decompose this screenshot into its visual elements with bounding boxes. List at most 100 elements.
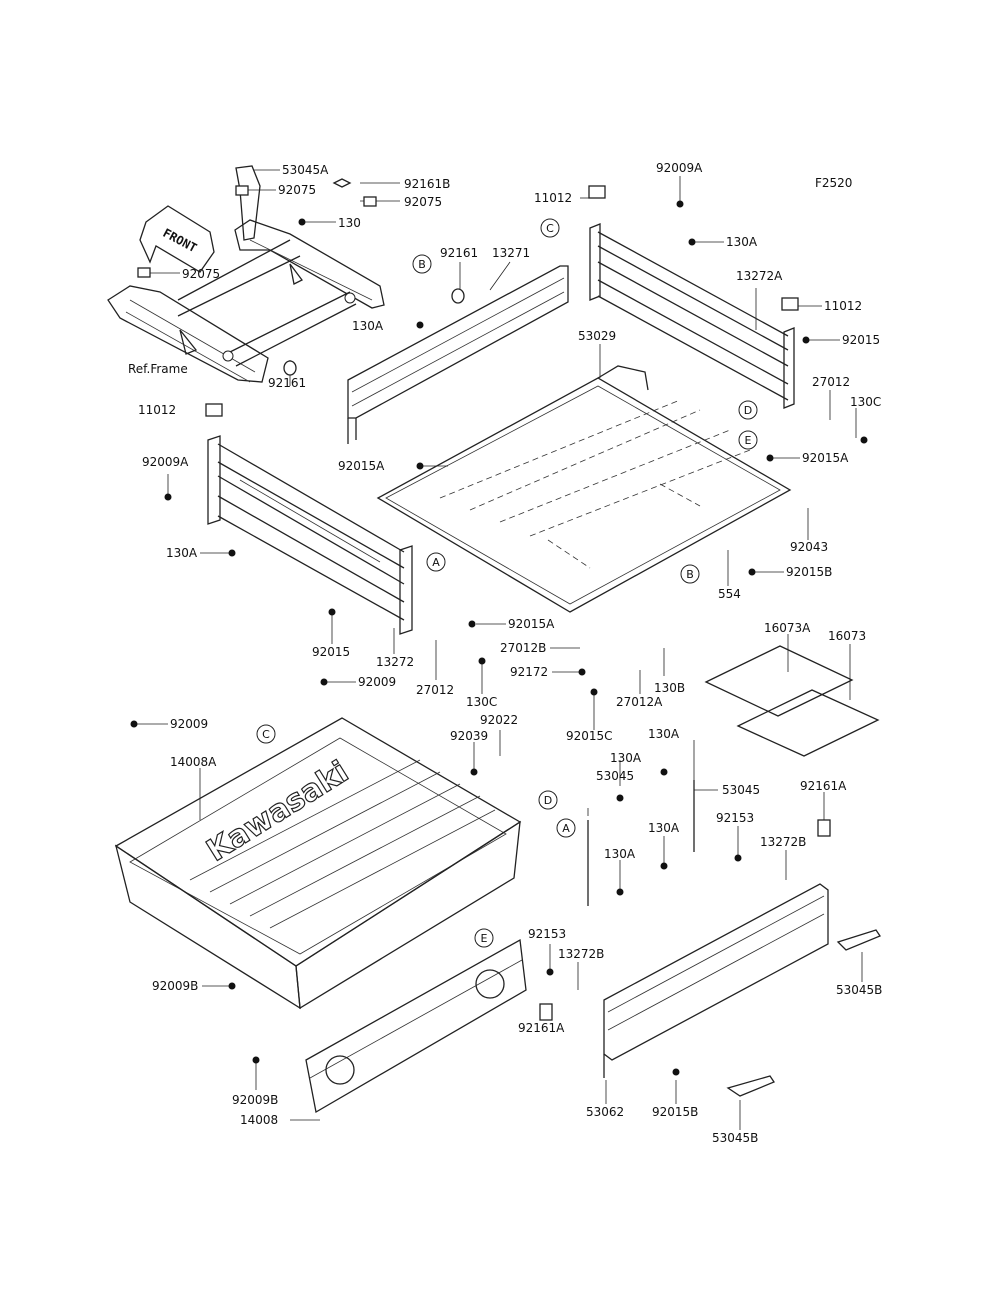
label-53045-b: 53045 <box>722 783 760 797</box>
label-92153-b: 92153 <box>528 927 566 941</box>
label-92161A-b: 92161A <box>518 1021 565 1035</box>
svg-text:A: A <box>432 556 440 569</box>
svg-text:E: E <box>745 434 752 447</box>
label-130B: 130B <box>654 681 685 695</box>
label-92009-a: 92009 <box>358 675 396 689</box>
ref-a-upper: A <box>426 552 446 572</box>
tailgate-liner-illustration <box>305 938 527 1114</box>
svg-text:D: D <box>544 794 552 807</box>
mats-illustration <box>704 645 880 757</box>
svg-text:E: E <box>481 932 488 945</box>
label-92009B-b: 92009B <box>232 1093 278 1107</box>
ref-callouts: B C D E A B C D A E <box>256 218 758 948</box>
ref-a-lower: A <box>556 818 576 838</box>
label-92015B-a: 92015B <box>786 565 832 579</box>
front-arrow-icon: FRONT <box>139 205 215 273</box>
label-92009A-a: 92009A <box>656 161 703 175</box>
label-92075-c: 92075 <box>182 267 220 281</box>
ref-d-upper: D <box>738 400 758 420</box>
ref-frame-illustration <box>107 165 385 383</box>
label-92022: 92022 <box>480 713 518 727</box>
ref-c-lower: C <box>256 724 276 744</box>
label-92075-a: 92075 <box>278 183 316 197</box>
label-27012-a: 27012 <box>812 375 850 389</box>
label-130A-g: 130A <box>604 847 636 861</box>
label-27012A: 27012A <box>616 695 663 709</box>
label-92075-b: 92075 <box>404 195 442 209</box>
left-side-panel-illustration <box>207 435 413 635</box>
svg-text:A: A <box>562 822 570 835</box>
svg-text:C: C <box>262 728 270 741</box>
bed-floor-plate-illustration <box>376 365 792 613</box>
label-53045B-a: 53045B <box>836 983 882 997</box>
label-14008: 14008 <box>240 1113 278 1127</box>
label-92172: 92172 <box>510 665 548 679</box>
label-53062: 53062 <box>586 1105 624 1119</box>
label-92015-a: 92015 <box>842 333 880 347</box>
label-130C-b: 130C <box>466 695 497 709</box>
figure-code: F2520 <box>815 176 852 190</box>
ref-b-upper: B <box>412 254 432 274</box>
label-130A-a: 130A <box>352 319 384 333</box>
label-11012-b: 11012 <box>824 299 862 313</box>
label-53045-a: 53045 <box>596 769 634 783</box>
svg-text:B: B <box>418 258 426 271</box>
label-92015A-c: 92015A <box>508 617 555 631</box>
label-92039: 92039 <box>450 729 488 743</box>
front-panel-illustration <box>347 265 569 444</box>
label-11012-a: 11012 <box>534 191 572 205</box>
label-53045A: 53045A <box>282 163 329 177</box>
label-27012-b: 27012 <box>416 683 454 697</box>
label-92015A-b: 92015A <box>802 451 849 465</box>
ref-c-upper: C <box>540 218 560 238</box>
label-13272B-a: 13272B <box>760 835 806 849</box>
label-92161-b: 92161 <box>268 376 306 390</box>
label-13271: 13271 <box>492 246 530 260</box>
ref-e-upper: E <box>738 430 758 450</box>
label-92015A-a: 92015A <box>338 459 385 473</box>
svg-text:D: D <box>744 404 752 417</box>
label-130A-e: 130A <box>610 751 642 765</box>
label-16073A: 16073A <box>764 621 811 635</box>
tailgate-illustration <box>603 883 881 1097</box>
svg-text:B: B <box>686 568 694 581</box>
label-554: 554 <box>718 587 741 601</box>
label-130A-f: 130A <box>648 821 680 835</box>
label-11012-c: 11012 <box>138 403 176 417</box>
label-92015B-b: 92015B <box>652 1105 698 1119</box>
right-side-panel-illustration <box>589 223 795 409</box>
label-92161A-a: 92161A <box>800 779 847 793</box>
label-27012B: 27012B <box>500 641 546 655</box>
label-92015C: 92015C <box>566 729 613 743</box>
fastener-dots <box>130 200 868 1076</box>
ref-b-lower: B <box>680 564 700 584</box>
label-53045B-b: 53045B <box>712 1131 758 1145</box>
label-130C-a: 130C <box>850 395 881 409</box>
ref-d-lower: D <box>538 790 558 810</box>
brand-logo: Kawasaki <box>201 754 355 868</box>
label-130A-c: 130A <box>166 546 198 560</box>
svg-text:C: C <box>546 222 554 235</box>
cables-illustration <box>587 780 695 906</box>
label-13272A: 13272A <box>736 269 783 283</box>
label-92161B: 92161B <box>404 177 450 191</box>
label-13272: 13272 <box>376 655 414 669</box>
label-92009-b: 92009 <box>170 717 208 731</box>
label-92043: 92043 <box>790 540 828 554</box>
label-14008A: 14008A <box>170 755 217 769</box>
label-130A-d: 130A <box>648 727 680 741</box>
label-92153-a: 92153 <box>716 811 754 825</box>
caps-illustration <box>137 178 831 1021</box>
label-92161-a: 92161 <box>440 246 478 260</box>
label-130: 130 <box>338 216 361 230</box>
label-92009B-a: 92009B <box>152 979 198 993</box>
part-labels: 53045A 92075 92161B 92075 130 92075 Ref.… <box>128 161 882 1145</box>
leader-lines <box>134 169 863 1130</box>
label-53029: 53029 <box>578 329 616 343</box>
ref-e-lower: E <box>474 928 494 948</box>
label-130A-b: 130A <box>726 235 758 249</box>
label-92015-b: 92015 <box>312 645 350 659</box>
label-16073: 16073 <box>828 629 866 643</box>
label-ref-frame: Ref.Frame <box>128 362 188 376</box>
